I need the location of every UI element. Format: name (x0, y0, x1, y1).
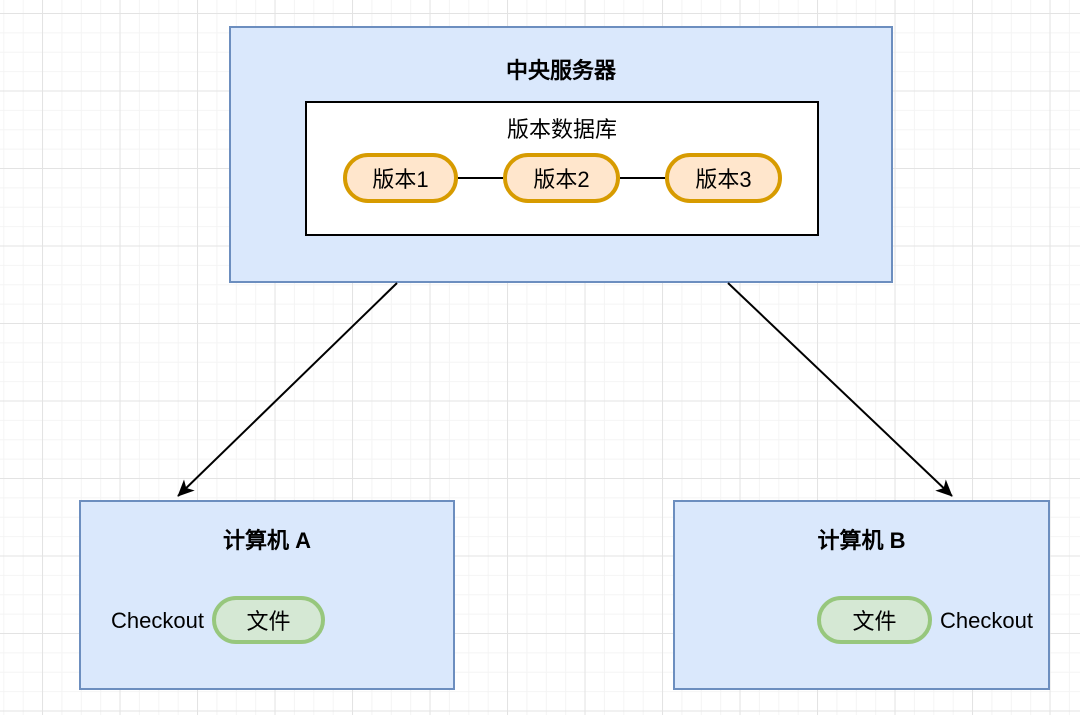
computer-a-box: 计算机 A (79, 500, 455, 690)
computer-b-file-node: 文件 (817, 596, 932, 644)
version-node-2: 版本2 (503, 153, 620, 203)
version-database-title: 版本数据库 (506, 117, 617, 142)
version-node-1: 版本1 (343, 153, 458, 203)
computer-b-file-label: 文件 (852, 609, 897, 634)
version-node-3: 版本3 (665, 153, 782, 203)
central-server-title: 中央服务器 (505, 58, 616, 83)
computer-a-file-node: 文件 (212, 596, 325, 644)
checkout-arrow-to-computer-a (177, 282, 398, 497)
computer-a-file-label: 文件 (246, 609, 291, 634)
computer-a-checkout-label: Checkout (111, 608, 204, 633)
checkout-arrow-to-computer-b (727, 282, 953, 497)
computer-b-title: 计算机 B (817, 528, 906, 553)
computer-a-title: 计算机 A (222, 528, 311, 553)
version-node-1-label: 版本1 (372, 167, 429, 192)
version-node-2-label: 版本2 (533, 167, 590, 192)
computer-b-box: 计算机 B (673, 500, 1050, 690)
computer-b-checkout-label: Checkout (940, 608, 1033, 633)
version-node-3-label: 版本3 (695, 167, 752, 192)
